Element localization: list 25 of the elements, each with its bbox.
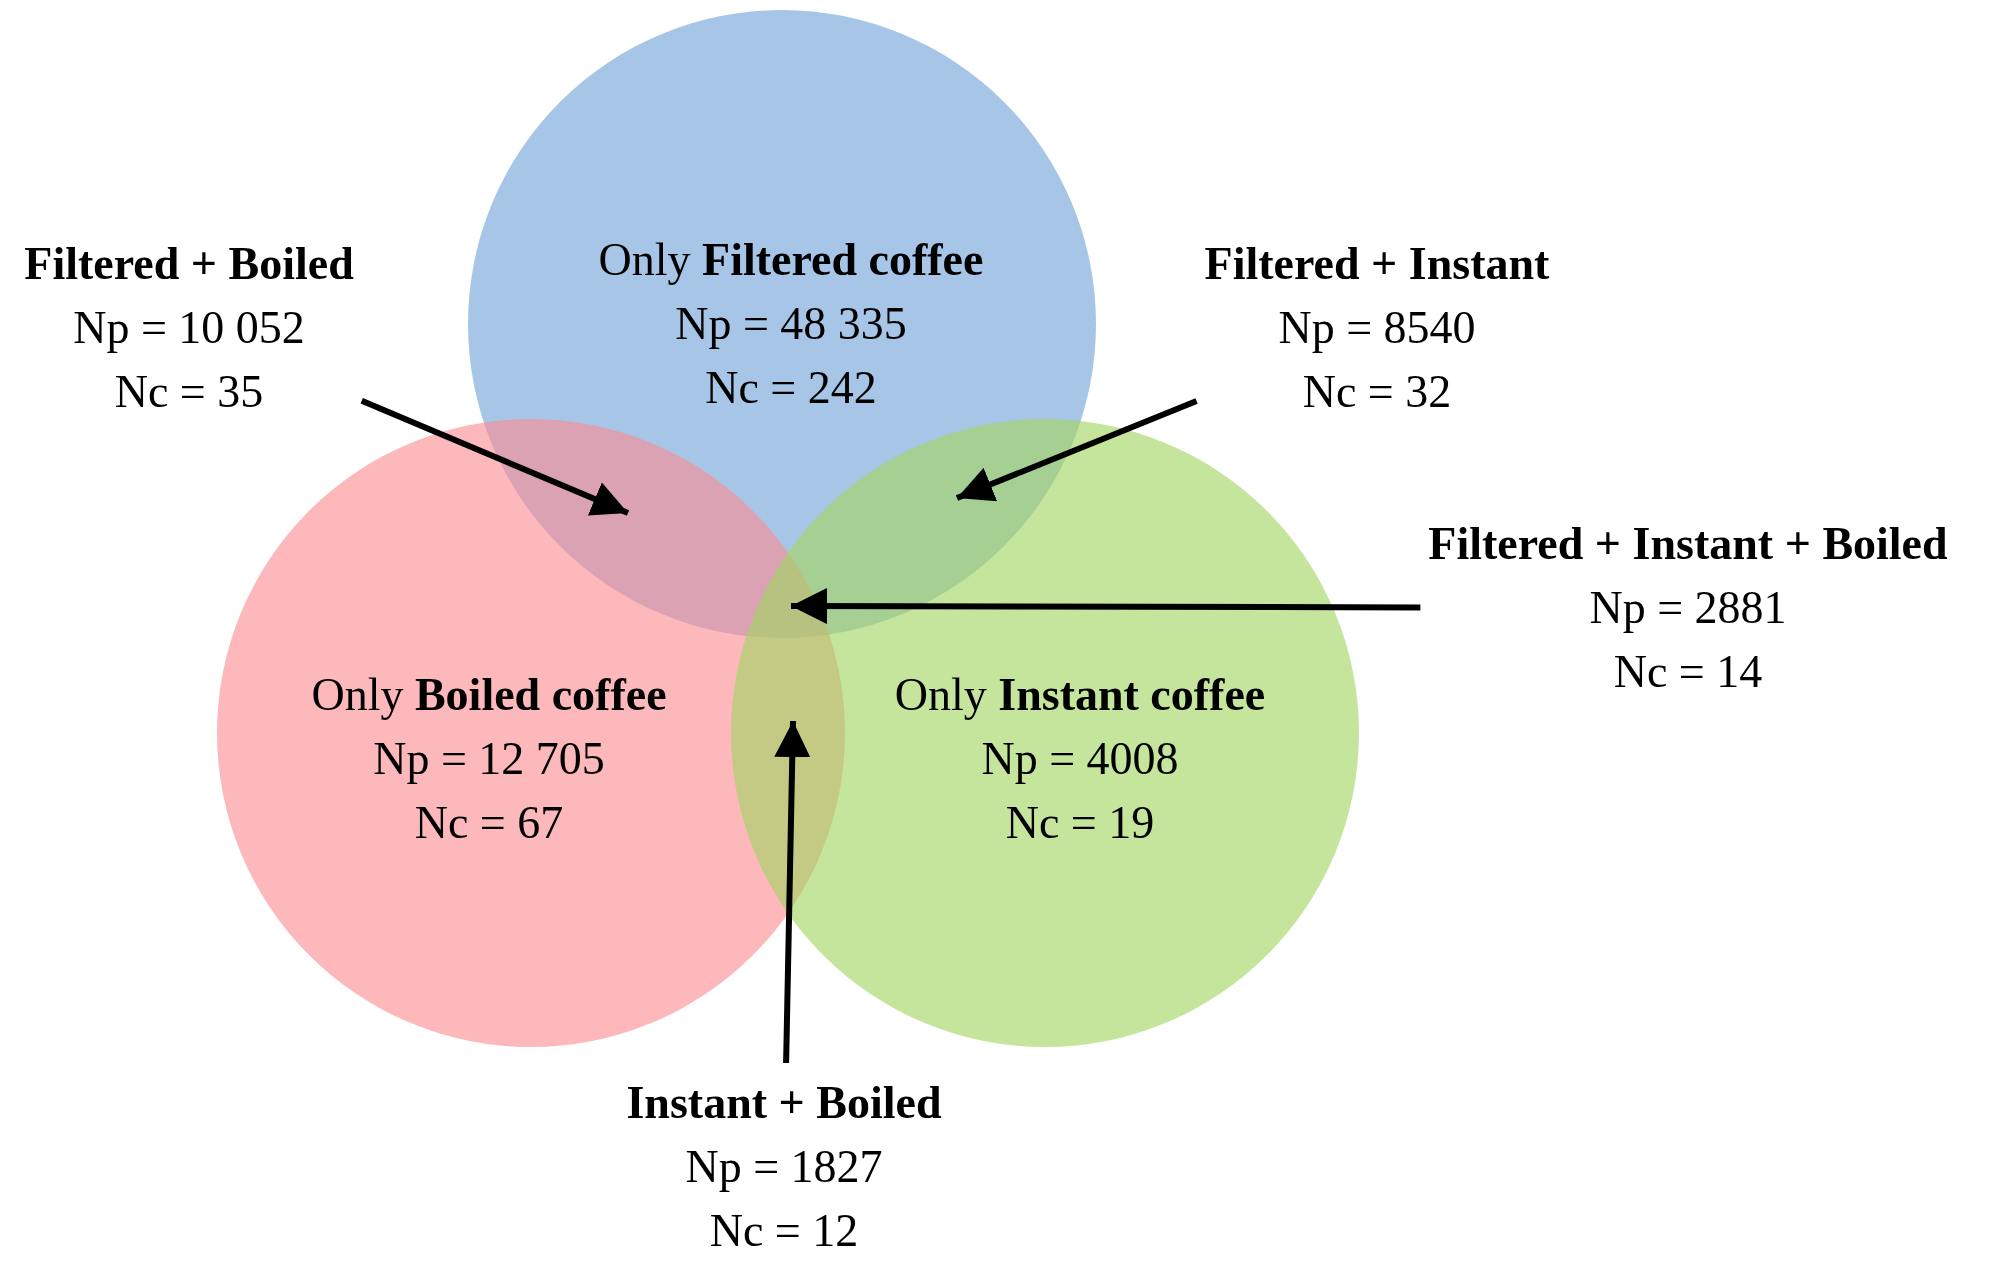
leader-arrow (774, 720, 811, 1064)
count-text: Np = 10 052 (72, 301, 306, 355)
count-text: Np = 8540 (1277, 301, 1477, 355)
count-text: Nc = 35 (113, 365, 265, 419)
count-text: Nc = 19 (1004, 796, 1156, 850)
count-text: Np = 4008 (980, 732, 1180, 786)
count-text: Nc = 32 (1301, 365, 1453, 419)
leader-arrow (955, 398, 1198, 502)
count-text: Np = 1827 (684, 1140, 884, 1194)
leader-arrow (360, 398, 630, 516)
overlap-title: Filtered + Instant + Boiled (1428, 517, 1948, 571)
region-title: Only Boiled coffee (311, 668, 667, 722)
leader-arrow (791, 588, 1421, 625)
count-text: Nc = 12 (708, 1204, 860, 1258)
region-title: Only Filtered coffee (598, 233, 984, 287)
count-text: Np = 48 335 (674, 297, 908, 351)
count-text: Nc = 67 (413, 796, 565, 850)
region-title: Only Instant coffee (894, 668, 1266, 722)
count-text: Nc = 242 (704, 361, 878, 415)
overlap-title: Instant + Boiled (626, 1076, 942, 1130)
count-text: Nc = 14 (1612, 645, 1764, 699)
count-text: Np = 12 705 (372, 732, 606, 786)
overlap-title: Filtered + Instant (1204, 237, 1550, 291)
overlap-title: Filtered + Boiled (24, 237, 354, 291)
count-text: Np = 2881 (1588, 581, 1788, 635)
